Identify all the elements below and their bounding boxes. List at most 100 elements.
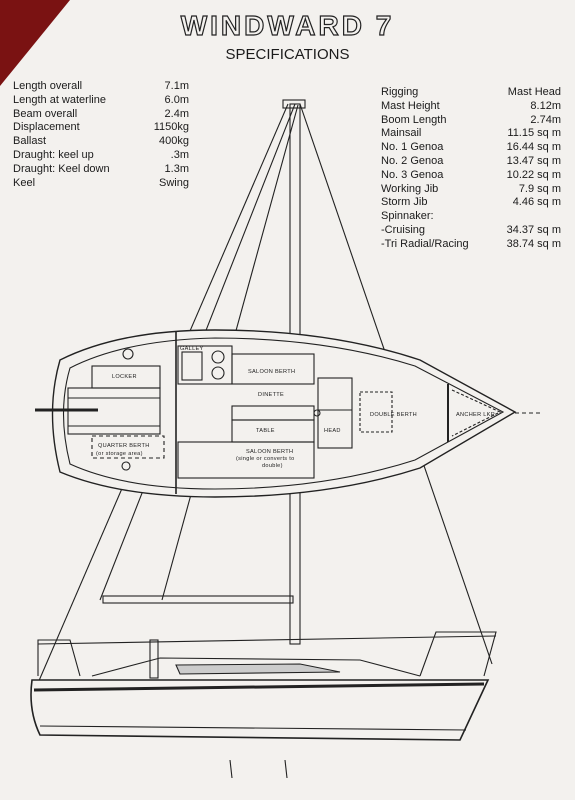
hull-plan-inner <box>62 337 505 490</box>
plan-label-locker: LOCKER <box>112 374 137 380</box>
spec-value: 7.1m <box>164 80 189 92</box>
spec-value: 34.37 sq m <box>506 223 561 236</box>
spec-value: 10.22 sq m <box>506 168 561 181</box>
saloon-berth-bottom <box>177 441 315 479</box>
spec-label: Keel <box>13 176 36 189</box>
spec-value: 1.3m <box>164 162 189 175</box>
keel-stub-2 <box>284 759 288 779</box>
plan-label-saloon-note-1: (single or converts to <box>236 456 295 462</box>
anchor-locker-dashed <box>451 389 502 437</box>
spec-row: Working Jib 7.9 sq m <box>381 183 561 197</box>
spec-row: Length at waterline 6.0m <box>13 94 189 108</box>
spec-row: Displacement 1150kg <box>13 121 189 135</box>
bow-pulpit <box>419 631 497 677</box>
double-berth-dashed <box>359 391 393 433</box>
plan-label-anchor-locker: ANCHER LKR <box>456 412 495 418</box>
spec-row: Spinnaker: <box>381 210 561 224</box>
spec-label: Mast Height <box>381 99 440 112</box>
spec-value: 400kg <box>159 135 189 148</box>
spec-value: 8.12m <box>530 99 561 112</box>
spec-value: .3m <box>170 148 189 161</box>
plan-label-galley: GALLEY <box>180 346 204 352</box>
spec-value: 16.44 sq m <box>506 141 561 154</box>
stove-burner-1 <box>211 350 225 364</box>
document-title: WINDWARD 7 <box>180 9 395 41</box>
spec-row: -Cruising 34.37 sq m <box>381 224 561 238</box>
sink <box>181 351 203 381</box>
spec-row: Storm Jib 4.46 sq m <box>381 196 561 210</box>
spec-label: -Tri Radial/Racing <box>381 237 469 250</box>
spec-row: Draught: Keel down 1.3m <box>13 163 189 177</box>
hull-specs-list: Length overall 7.1m Length at waterline 6.… <box>13 80 189 190</box>
spec-value: 2.74m <box>530 113 561 126</box>
stanchion <box>149 639 159 679</box>
rig-specs-list: Rigging Mast Head Mast Height 8.12m Boom L… <box>381 86 561 252</box>
plan-label-saloon-berth-bottom: SALOON BERTH <box>246 449 293 455</box>
spec-label: Mainsail <box>381 127 422 140</box>
spec-row: Draught: keel up .3m <box>13 149 189 163</box>
stove-burner-2 <box>211 366 225 380</box>
spec-label: Rigging <box>381 86 419 98</box>
spec-value: 2.4m <box>164 107 189 120</box>
plan-label-quarter-berth-1: QUARTER BERTH <box>98 443 150 449</box>
spec-row: No. 1 Genoa 16.44 sq m <box>381 141 561 155</box>
mast-step <box>313 409 321 417</box>
sheer-stripe <box>33 682 485 692</box>
spec-value: 38.74 sq m <box>506 237 561 250</box>
lifeline <box>37 635 497 645</box>
spec-value: Mast Head <box>507 86 561 98</box>
spec-row: Keel Swing <box>13 177 189 191</box>
boot-stripe <box>39 725 467 731</box>
spec-value: 6.0m <box>164 93 189 106</box>
hull-plan-outline <box>51 329 517 498</box>
locker-box <box>91 365 161 389</box>
spec-label: Length at waterline <box>13 93 106 106</box>
plan-label-table: TABLE <box>256 428 275 434</box>
plan-label-quarter-berth-2: (or storage area) <box>96 451 143 457</box>
spec-label: Displacement <box>13 121 80 134</box>
spec-row: Boom Length 2.74m <box>381 114 561 128</box>
plan-label-saloon-note-2: double) <box>262 463 283 469</box>
spec-value: 11.15 sq m <box>507 127 561 140</box>
spec-label: Length overall <box>13 80 83 92</box>
cabin-window <box>175 663 341 675</box>
spec-label: Working Jib <box>381 182 439 195</box>
spec-row: Length overall 7.1m <box>13 80 189 94</box>
spec-value: 13.47 sq m <box>506 154 561 167</box>
plan-label-double-berth: DOUBLE BERTH <box>370 412 417 418</box>
masthead <box>282 99 306 109</box>
quarter-berth-dashed <box>91 435 165 459</box>
keel-stub-1 <box>229 759 233 779</box>
saloon-berth-top <box>231 353 315 385</box>
quarter-berth-hatch <box>121 461 131 471</box>
red-corner-decoration <box>0 0 70 86</box>
spec-row: Ballast 400kg <box>13 135 189 149</box>
cabin-top <box>91 657 421 677</box>
spec-label: -Cruising <box>381 223 426 236</box>
plan-label-head: HEAD <box>324 428 341 434</box>
spec-row: No. 3 Genoa 10.22 sq m <box>381 169 561 183</box>
spec-value: 4.46 sq m <box>512 196 561 209</box>
plan-label-dinette: DINETTE <box>258 392 284 398</box>
spec-label: Draught: Keel down <box>13 162 110 175</box>
spec-row: Mast Height 8.12m <box>381 100 561 114</box>
plan-label-saloon-berth-top: SALOON BERTH <box>248 369 295 375</box>
spec-label: Draught: keel up <box>13 148 94 161</box>
spec-label: Boom Length <box>381 113 447 126</box>
spec-label: No. 3 Genoa <box>381 168 444 181</box>
spec-value: Swing <box>159 176 189 189</box>
document-subtitle: SPECIFICATIONS <box>225 46 350 63</box>
spec-label: No. 1 Genoa <box>381 141 444 154</box>
spec-label: Ballast <box>13 135 47 148</box>
spec-label: Storm Jib <box>381 196 428 209</box>
spec-row: -Tri Radial/Racing 38.74 sq m <box>381 238 561 252</box>
spec-value: 1150kg <box>153 121 189 134</box>
spec-value: 7.9 sq m <box>518 182 561 195</box>
stern-pulpit <box>37 639 81 677</box>
spec-row: Rigging Mast Head <box>381 86 561 100</box>
spec-row: Mainsail 11.15 sq m <box>381 127 561 141</box>
head-compartment <box>317 377 353 449</box>
